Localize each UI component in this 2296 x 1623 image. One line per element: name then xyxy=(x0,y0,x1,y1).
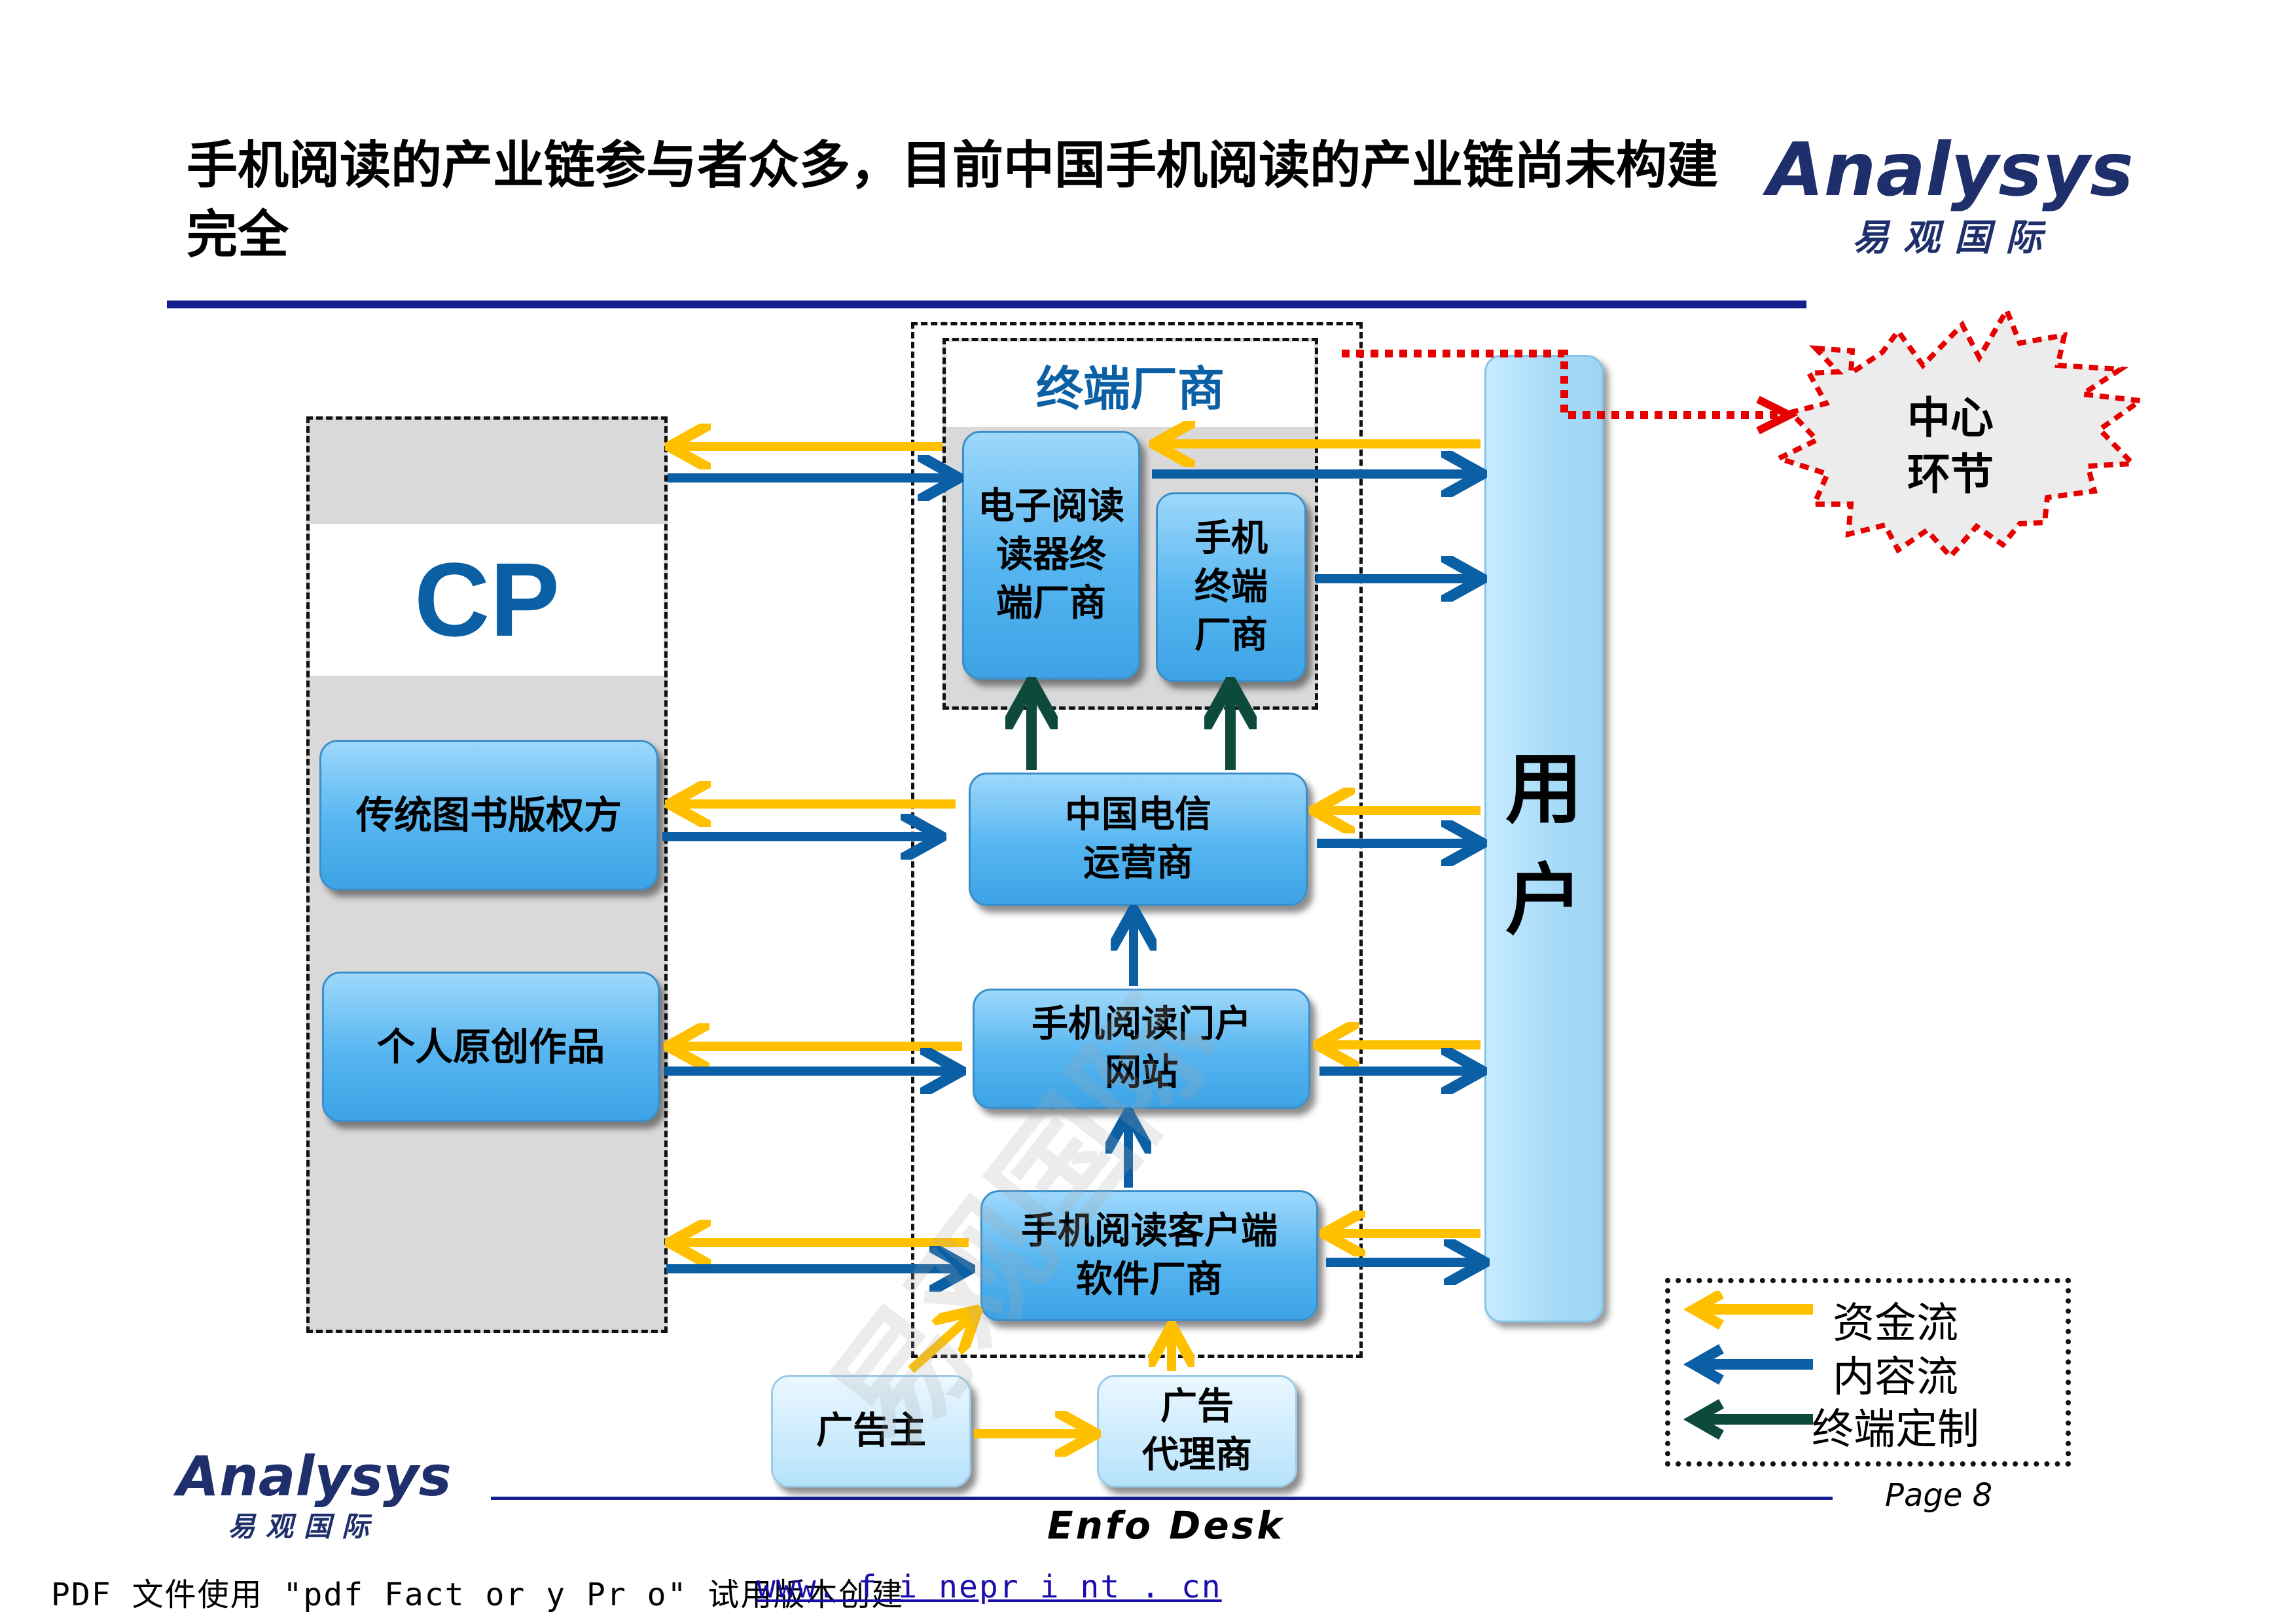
legend-custom-label: 终端定制 xyxy=(1812,1406,1979,1454)
pdf-note: PDF 文件使用 "pdf Fact or y Pr o" 试用版本创建 xyxy=(51,1577,905,1613)
money-arrow-advertiser-to-client xyxy=(908,1313,974,1374)
legend-content-label: 内容流 xyxy=(1833,1353,1958,1402)
legend-money-label: 资金流 xyxy=(1833,1300,1958,1348)
terminal-group-label-band: 终端厂商 xyxy=(946,342,1314,427)
reading-client-vendor: 手机阅读客户端 软件厂商 xyxy=(980,1190,1318,1321)
logo-sub: 易观国际 xyxy=(1852,216,2056,259)
logo-brand: Analysys xyxy=(1767,128,2134,213)
china-telecom-operator: 中国电信 运营商 xyxy=(969,773,1308,906)
center-pointer-line xyxy=(1342,350,1784,419)
ereader-vendor: 电子阅读 读器终 端厂商 xyxy=(962,431,1140,680)
legend-arrows xyxy=(1683,1291,1813,1440)
pdf-link[interactable]: www. f i nepr i nt . cn xyxy=(757,1569,1222,1605)
footer-brand: Enfo Desk xyxy=(1047,1503,1285,1548)
user-bar xyxy=(1484,355,1604,1322)
cp-traditional-books: 传统图书版权方 xyxy=(319,740,658,890)
title-rule xyxy=(167,301,1806,308)
top-logo: Analysys 易观国际 xyxy=(1767,131,2134,262)
center-starburst xyxy=(1772,304,2147,561)
center-pointer-head xyxy=(1756,395,1799,435)
legend xyxy=(1665,1278,2071,1467)
cp-original-works: 个人原创作品 xyxy=(322,972,660,1122)
bottom-logo-brand: Analysys xyxy=(177,1444,452,1508)
terminal-group-label: 终端厂商 xyxy=(1035,361,1225,416)
page-number: Page 8 xyxy=(1885,1477,1993,1514)
user-label: 用 户 xyxy=(1505,744,1583,945)
phone-vendor: 手机 终端 厂商 xyxy=(1156,492,1306,682)
footer-rule xyxy=(491,1497,1833,1500)
bottom-logo-sub: 易观国际 xyxy=(228,1510,380,1542)
cp-label: CP xyxy=(414,541,560,658)
center-label: 中心 环节 xyxy=(1907,393,1994,500)
cp-label-band: CP xyxy=(310,524,664,676)
reading-portal: 手机阅读门户 网站 xyxy=(973,989,1310,1109)
bottom-logo: Analysys 易观国际 xyxy=(177,1447,452,1552)
starburst-shape xyxy=(1772,304,2147,561)
page-title: 手机阅读的产业链参与者众多，目前中国手机阅读的产业链尚未构建完全 xyxy=(187,136,1719,264)
advertiser: 广告主 xyxy=(771,1375,971,1487)
